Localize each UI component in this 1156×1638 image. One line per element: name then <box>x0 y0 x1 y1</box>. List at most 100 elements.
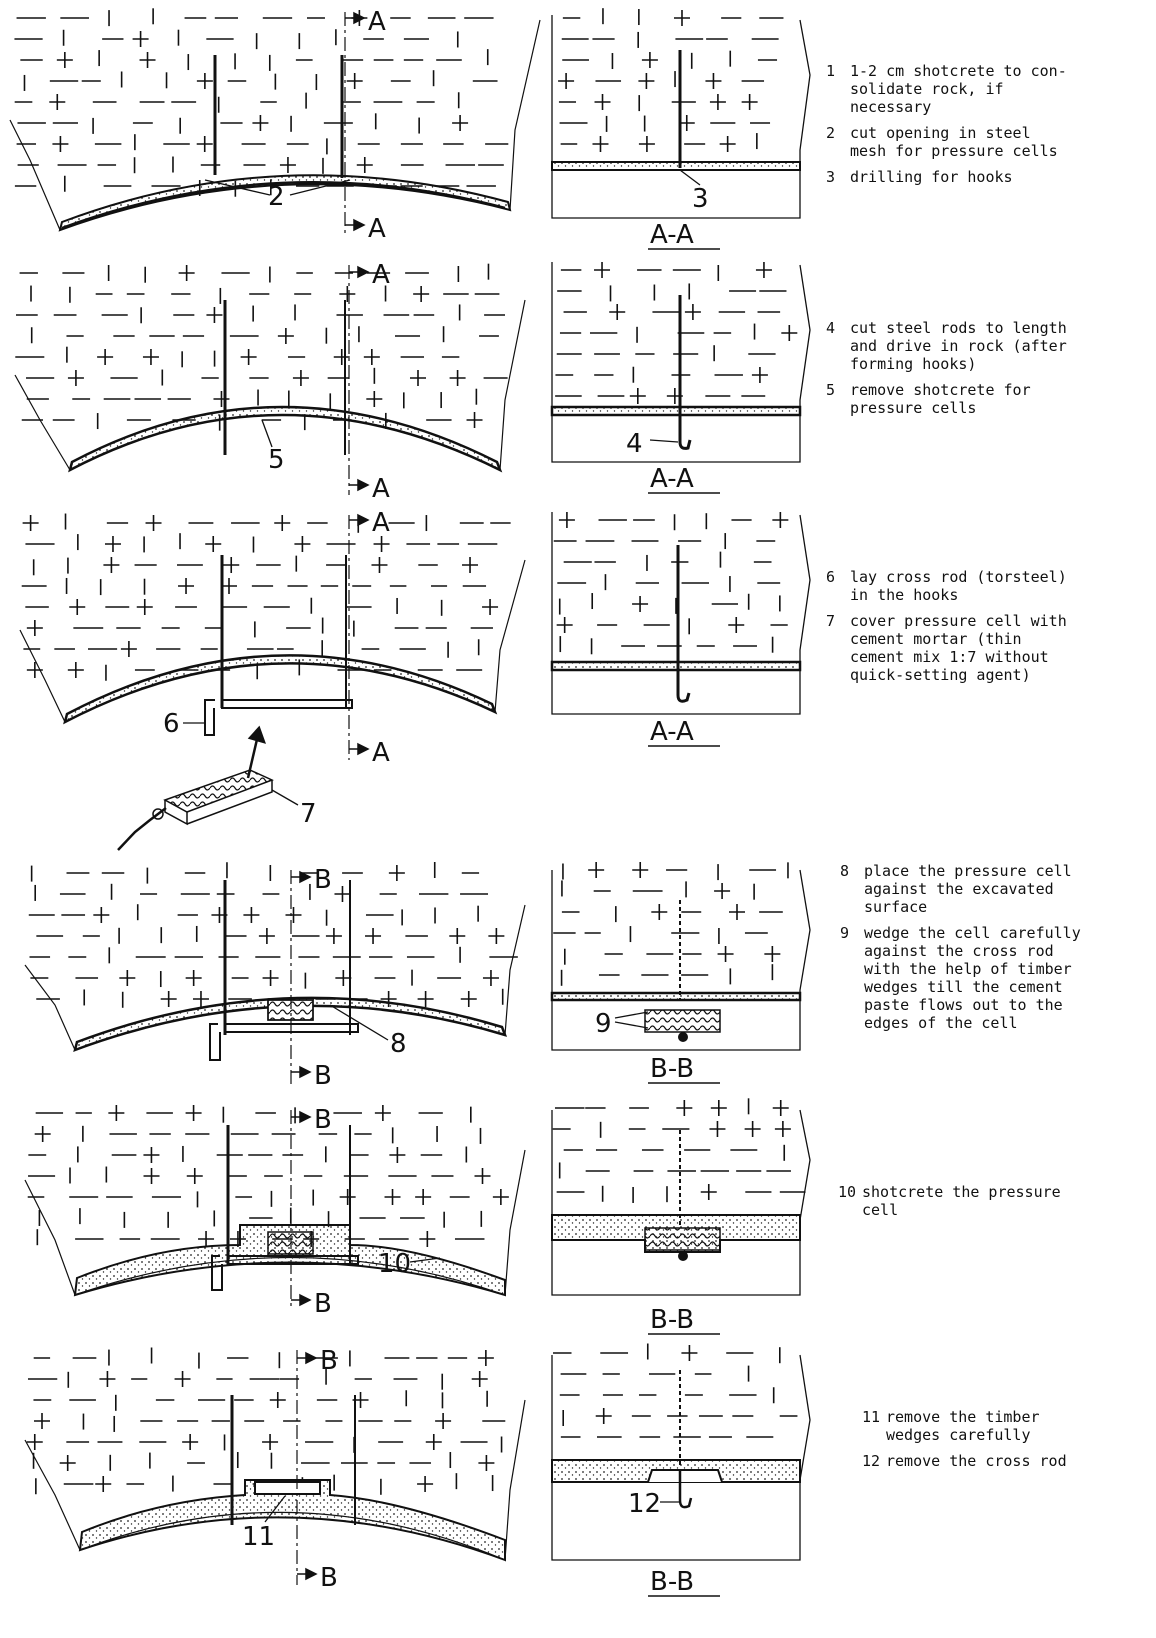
rock-joint-mark <box>371 557 388 573</box>
note-number: 4 <box>826 319 836 337</box>
rock-joint-mark <box>333 349 350 365</box>
rock-joint-mark <box>373 536 390 552</box>
rock-joint-mark <box>52 136 69 152</box>
rock-joint-mark <box>389 1147 406 1163</box>
rock-joint-mark <box>160 991 177 1007</box>
note-number: 12 <box>862 1452 881 1470</box>
hooked-rod <box>678 1470 693 1509</box>
rock-joint-mark <box>492 1189 509 1205</box>
rock-texture-right-1 <box>558 8 784 152</box>
note-number: 3 <box>826 168 836 186</box>
rock-joint-mark <box>594 262 611 278</box>
section-arrow <box>345 11 366 25</box>
rock-joint-mark <box>741 94 758 110</box>
section-mark-top: A <box>368 7 386 37</box>
note-number: 10 <box>838 1183 857 1201</box>
panel-5: B B 10 B-B <box>24 1098 811 1335</box>
rock-joint-mark <box>26 620 43 636</box>
rock-joint-mark <box>274 515 291 531</box>
rock-texture-left-1 <box>14 8 509 197</box>
note-text: remove shotcrete for pressure cells <box>850 381 1031 417</box>
rock-joint-mark <box>366 391 383 407</box>
rock-joint-mark <box>452 115 469 131</box>
note-number: 6 <box>826 568 836 586</box>
rock-joint-mark <box>34 1413 51 1429</box>
rock-joint-mark <box>594 94 611 110</box>
rock-joint-mark <box>292 370 309 386</box>
rock-joint-mark <box>471 1371 488 1387</box>
rock-joint-mark <box>198 1231 215 1247</box>
rock-joint-mark <box>717 946 734 962</box>
callout-5: 5 <box>268 445 285 475</box>
section-mark-bottom: B <box>314 1289 332 1319</box>
rock-texture-left-3 <box>21 513 511 681</box>
rock-joint-mark <box>609 304 626 320</box>
steel-mesh <box>61 181 506 230</box>
rock-joint-mark <box>142 349 159 365</box>
section-outline <box>551 262 811 463</box>
callout-8: 8 <box>390 1029 407 1059</box>
callout-12: 12 <box>628 1489 661 1519</box>
shotcrete-layer-thick <box>78 1479 506 1562</box>
rock-joint-mark <box>774 1121 791 1137</box>
section-arrow <box>349 478 370 492</box>
section-mark-bottom: B <box>320 1563 338 1593</box>
rock-joint-mark <box>143 1147 160 1163</box>
rock-joint-mark <box>334 886 351 902</box>
rock-joint-mark <box>744 1121 761 1137</box>
rock-joint-mark <box>681 1345 698 1361</box>
section-mark-bottom: A <box>372 738 390 768</box>
callout-2: 2 <box>268 182 285 212</box>
section-mark-top: A <box>372 508 390 538</box>
timber-wedges <box>644 1227 721 1251</box>
section-arrow <box>291 1065 312 1079</box>
rock-joint-mark <box>325 928 342 944</box>
note-number: 8 <box>840 862 850 880</box>
rock-joint-mark <box>132 31 149 47</box>
section-arrow <box>291 1110 312 1124</box>
rock-joint-mark <box>339 1189 356 1205</box>
section-mark-top: B <box>320 1346 338 1376</box>
rock-joint-mark <box>93 907 110 923</box>
rock-joint-mark <box>629 388 646 404</box>
cross-rod-section <box>678 1251 688 1261</box>
rock-joint-mark <box>588 862 605 878</box>
rock-joint-mark <box>294 536 311 552</box>
rock-joint-mark <box>178 578 195 594</box>
rock-joint-mark <box>592 136 609 152</box>
section-mark-top: B <box>314 865 332 895</box>
cross-rod <box>209 1023 359 1061</box>
note-text: wedge the cell carefully against the cro… <box>864 924 1081 1032</box>
note-text: lay cross rod (torsteel) in the hooks <box>850 568 1067 604</box>
rock-joint-mark <box>185 970 202 986</box>
callout-leader <box>261 419 273 448</box>
rock-joint-mark <box>365 928 382 944</box>
cross-rod <box>204 699 353 736</box>
note-number: 7 <box>826 612 836 630</box>
rock-joint-mark <box>143 1168 160 1184</box>
callout-10: 10 <box>378 1249 411 1279</box>
rock-joint-mark <box>772 1100 789 1116</box>
rock-joint-mark <box>374 1105 391 1121</box>
rock-joint-mark <box>49 94 66 110</box>
note-number: 1 <box>826 62 836 80</box>
rock-texture-left-6 <box>26 1347 506 1495</box>
section-arrow <box>297 1351 318 1365</box>
rock-texture-right-5 <box>552 1098 806 1203</box>
rock-texture-right-3 <box>553 512 789 655</box>
rock-joint-mark <box>482 599 499 615</box>
rock-joint-mark <box>196 136 213 152</box>
section-title: A-A <box>650 220 694 250</box>
callout-leader <box>679 169 701 186</box>
note-text: cut opening in steel mesh for pressure c… <box>850 124 1058 160</box>
rock-joint-mark <box>417 991 434 1007</box>
rock-joint-mark <box>755 262 772 278</box>
